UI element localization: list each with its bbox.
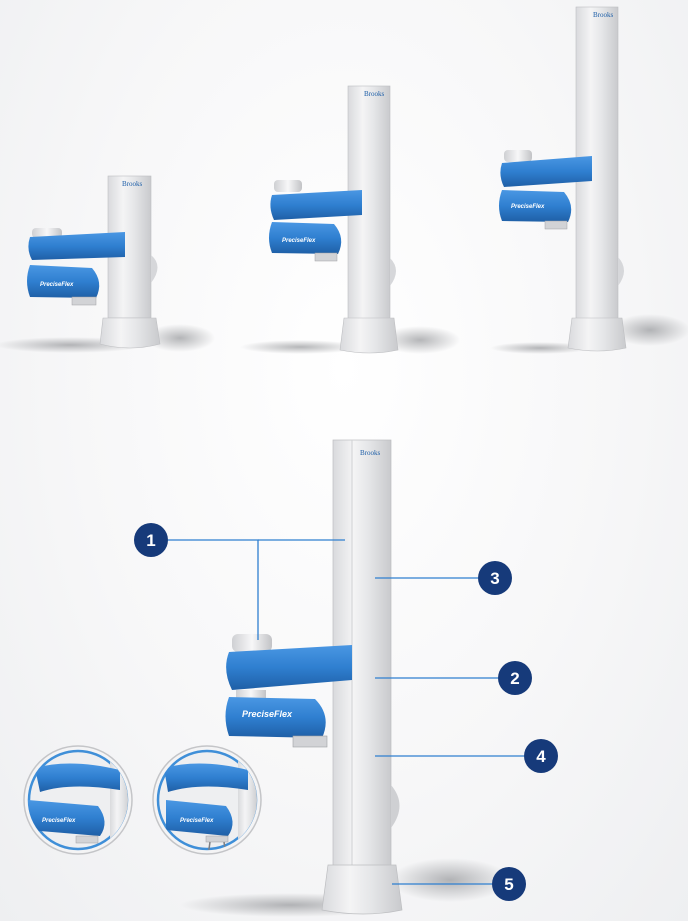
product-name-label: PreciseFlex [511, 204, 545, 210]
column-base [100, 318, 160, 348]
product-name-label: PreciseFlex [42, 818, 76, 824]
callout-badge-1: 1 [134, 523, 168, 557]
brand-logo: Brooks [360, 449, 381, 457]
floor-shadow [390, 858, 510, 902]
product-name-label: PreciseFlex [242, 709, 293, 719]
badge-number: 2 [510, 669, 519, 688]
cable-cap [232, 634, 272, 652]
inset-detail-alternate: PreciseFlex [153, 745, 261, 856]
robot-variant-short: Brooks PreciseFlex [0, 176, 215, 353]
robot-variant-tall: Brooks PreciseFlex [490, 7, 688, 354]
product-name-label: PreciseFlex [180, 818, 214, 824]
upper-arm [270, 190, 362, 220]
column-base [322, 865, 402, 914]
gripper [72, 297, 96, 305]
product-name-label: PreciseFlex [282, 238, 316, 244]
product-name-label: PreciseFlex [40, 282, 74, 288]
inset-detail-standard: PreciseFlex [24, 745, 132, 855]
inset-gripper [206, 836, 228, 842]
callout-badge-4: 4 [524, 739, 558, 773]
side-cover [618, 257, 624, 286]
robot-variant-medium: Brooks PreciseFlex [240, 86, 460, 354]
brand-logo: Brooks [593, 11, 614, 19]
cable-cap [274, 180, 302, 192]
side-cover [391, 785, 400, 828]
inset-gripper [76, 836, 98, 843]
callout-badge-3: 3 [478, 561, 512, 595]
brand-logo: Brooks [122, 180, 143, 188]
badge-number: 4 [536, 747, 546, 766]
callout-line-1 [168, 540, 258, 640]
cable-cap [504, 150, 532, 162]
badge-number: 3 [490, 569, 499, 588]
brand-logo: Brooks [364, 90, 385, 98]
column-base [340, 318, 398, 353]
callout-badge-5: 5 [492, 867, 526, 901]
gripper [545, 221, 567, 229]
column-base [568, 318, 626, 351]
side-cover [390, 258, 396, 286]
elbow-ring [236, 690, 266, 698]
callout-badge-2: 2 [498, 661, 532, 695]
gripper [293, 736, 327, 747]
badge-number: 1 [146, 531, 155, 550]
side-cover [151, 255, 158, 283]
gripper [315, 253, 337, 261]
badge-number: 5 [504, 875, 513, 894]
